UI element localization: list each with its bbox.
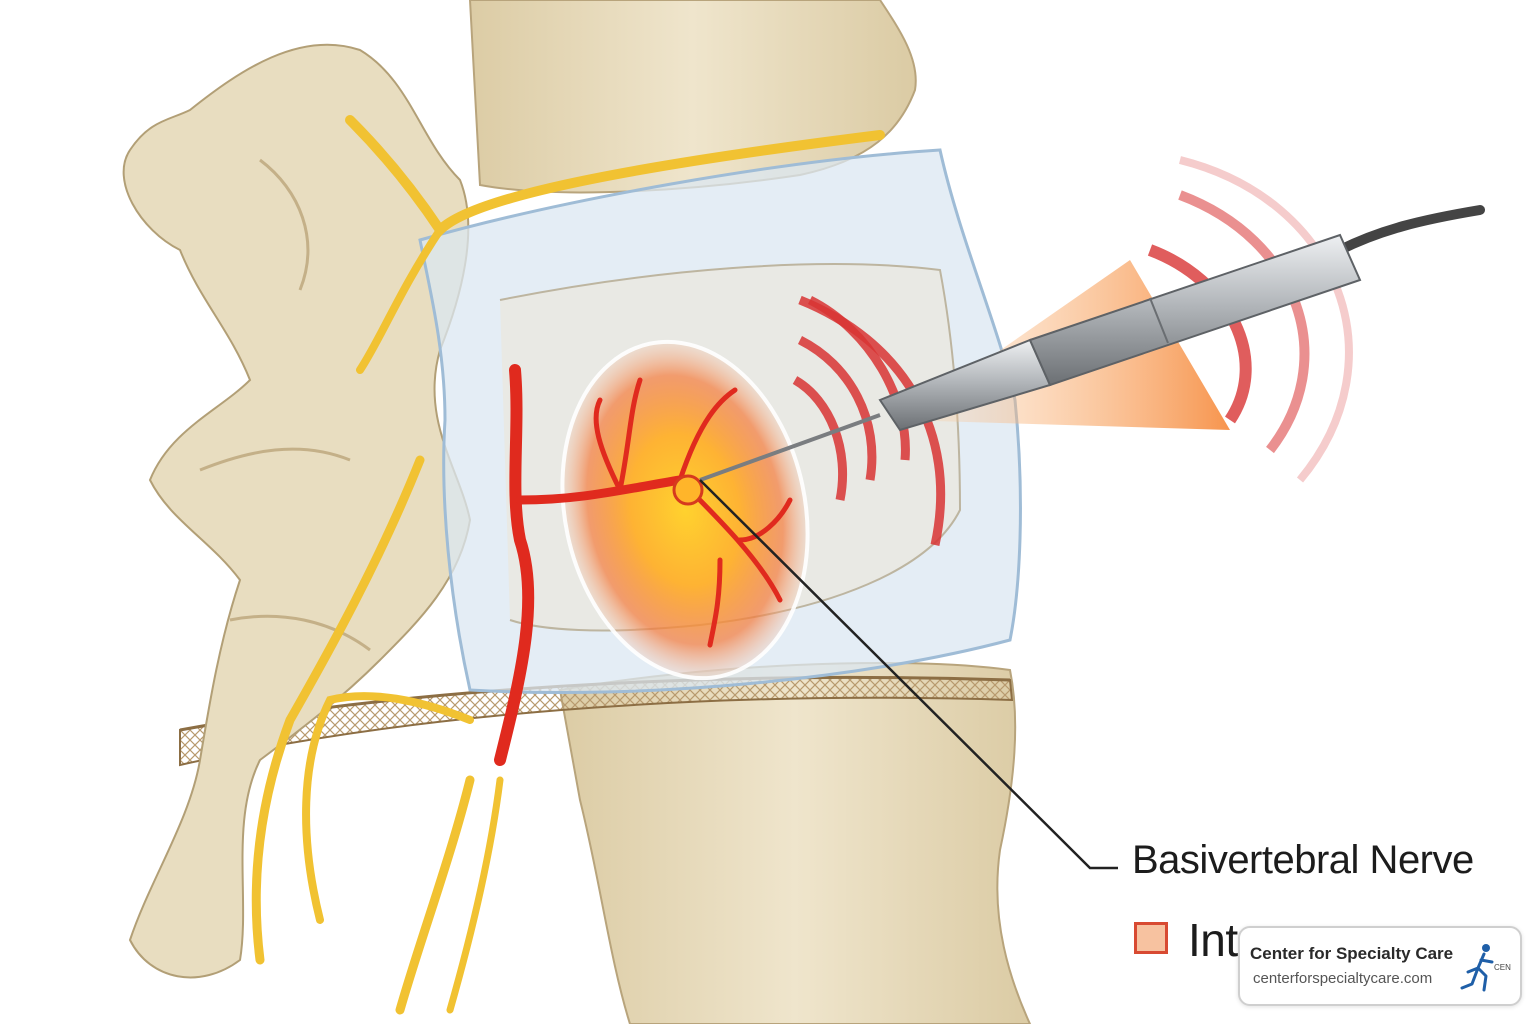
legend-label: Int [1188, 914, 1238, 966]
watermark-url[interactable]: centerforspecialtycare.com [1253, 970, 1433, 987]
basivertebral-nerve-path [494, 364, 793, 766]
heat-zone [560, 339, 810, 681]
running-figure-logo-icon: CEN [1460, 944, 1511, 992]
probe-signal-arcs [1147, 156, 1353, 483]
yellow-nerves [251, 115, 885, 1015]
legend-swatch [1134, 922, 1168, 954]
watermark-card[interactable]: Center for Specialty Care centerforspeci… [1238, 926, 1522, 1006]
ablation-target [672, 474, 704, 506]
watermark-title: Center for Specialty Care [1250, 944, 1454, 963]
nerve-leader-line [699, 479, 1118, 870]
lower-vertebral-body [558, 661, 1032, 1024]
radiofrequency-probe-icon [699, 205, 1485, 482]
basivertebral-nerve-label: Basivertebral Nerve [1132, 838, 1474, 882]
logo-text: CEN [1494, 963, 1511, 972]
posterior-elements [122, 43, 472, 979]
rf-signal-arcs [792, 295, 946, 546]
